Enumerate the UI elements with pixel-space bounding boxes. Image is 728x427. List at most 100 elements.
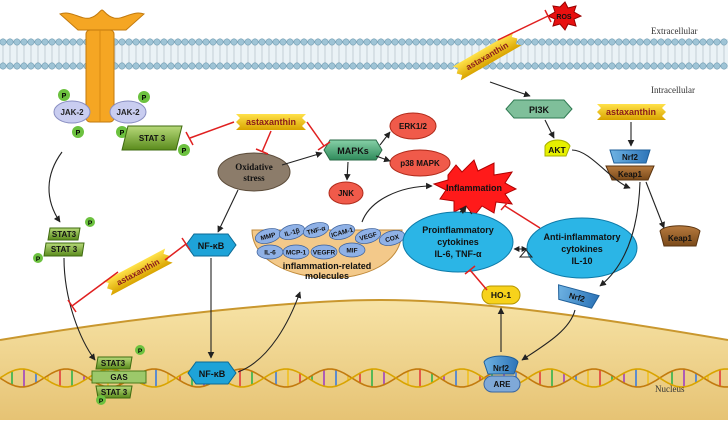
svg-text:cytokines: cytokines: [561, 244, 603, 254]
svg-text:P: P: [120, 130, 125, 137]
svg-text:astaxanthin: astaxanthin: [246, 117, 296, 127]
svg-text:PI3K: PI3K: [529, 105, 550, 115]
svg-text:ERK1/2: ERK1/2: [399, 122, 428, 131]
nfkb-cytoplasm: [185, 233, 237, 257]
molecule-vegfr: VEGFR: [310, 244, 338, 260]
svg-text:molecules: molecules: [305, 271, 349, 281]
activation-arrows: [48, 81, 665, 373]
are-node: [483, 375, 521, 393]
molecule-tnf-: TNF-α: [302, 222, 330, 238]
jak2-left: [53, 100, 91, 124]
inhibition-lines: [67, 9, 552, 313]
svg-text:Oxidative: Oxidative: [235, 162, 273, 172]
svg-text:Proinflammatory: Proinflammatory: [422, 225, 494, 235]
svg-text:ARE: ARE: [494, 380, 512, 389]
phospho-p-icons: P P P P P: [58, 89, 190, 156]
intracellular-label: Intracellular: [651, 85, 695, 95]
svg-text:STAT 3: STAT 3: [139, 134, 166, 143]
p38-node: [389, 149, 451, 177]
svg-text:STAT3: STAT3: [52, 230, 77, 239]
molecule-vegf: VEGF: [354, 228, 382, 244]
svg-text:HO-1: HO-1: [491, 290, 512, 300]
nfkb-nucleus: [187, 361, 237, 385]
keap1-top-node: [605, 165, 655, 181]
svg-text:Keap1: Keap1: [618, 170, 643, 179]
ros-node: [546, 1, 583, 31]
svg-text:COX: COX: [385, 234, 401, 245]
svg-text:P: P: [36, 256, 41, 263]
molecule-mif: MIF: [338, 242, 366, 258]
nucleus-region: [0, 300, 728, 420]
svg-text:IL-10: IL-10: [571, 256, 592, 266]
svg-text:IL-6: IL-6: [264, 250, 276, 257]
nrf2-top-node: [609, 149, 651, 164]
svg-text:P: P: [76, 130, 81, 137]
svg-text:Nrf2: Nrf2: [622, 153, 639, 162]
svg-text:cytokines: cytokines: [437, 237, 479, 247]
stat3-dimer-bottom: [43, 242, 85, 257]
svg-text:astaxanthin: astaxanthin: [606, 107, 656, 117]
svg-text:GAS: GAS: [110, 373, 128, 382]
astaxanthin-right: astaxanthin: [597, 104, 666, 120]
proinflammatory-cytokines: [402, 211, 514, 273]
oxidative-stress-node: [217, 152, 291, 192]
svg-text:ROS: ROS: [556, 14, 572, 21]
stat3-nuclear-top: [95, 356, 133, 370]
stat3-nuclear-bottom: [95, 385, 133, 399]
svg-text:JAK-2: JAK-2: [60, 108, 84, 117]
svg-text:P: P: [62, 93, 67, 100]
svg-text:NF-κB: NF-κB: [198, 241, 225, 251]
molecule-mcp-1: MCP-1: [282, 244, 310, 260]
inflammation-node: [432, 159, 518, 217]
svg-text:AKT: AKT: [548, 145, 566, 155]
svg-text:P: P: [182, 148, 187, 155]
cytokine-receptor: [59, 9, 145, 123]
svg-text:STAT 3: STAT 3: [51, 245, 78, 254]
nrf2-nucleus-node: [483, 355, 519, 375]
svg-text:Inflammation: Inflammation: [446, 183, 502, 193]
svg-text:Keap1: Keap1: [668, 234, 693, 243]
svg-text:MAPKs: MAPKs: [337, 146, 369, 156]
svg-text:VEGFR: VEGFR: [313, 250, 336, 257]
molecule-icam-1: ICAM-1: [328, 224, 356, 240]
molecule-mmp: MMP: [254, 228, 282, 244]
svg-text:TNF-α: TNF-α: [306, 225, 326, 237]
balance-icon: [518, 249, 534, 258]
svg-text:MIF: MIF: [346, 248, 357, 255]
jnk-node: [328, 181, 364, 205]
gas-element: [91, 370, 147, 384]
svg-text:MCP-1: MCP-1: [286, 250, 307, 257]
svg-text:inflammation-related: inflammation-related: [283, 261, 372, 271]
svg-text:p38 MAPK: p38 MAPK: [400, 159, 440, 168]
extracellular-label: Extracellular: [651, 26, 697, 36]
cell-membrane: [0, 38, 728, 70]
svg-text:IL-6, TNF-α: IL-6, TNF-α: [434, 249, 481, 259]
svg-text:Nrf2: Nrf2: [493, 364, 510, 373]
svg-text:stress: stress: [243, 173, 265, 183]
jak2-right: [109, 100, 147, 124]
akt-node: [544, 139, 571, 157]
pi3k-node: [505, 99, 573, 119]
svg-text:STAT 3: STAT 3: [101, 388, 128, 397]
mapks-node: [323, 139, 383, 161]
svg-text:P: P: [142, 95, 147, 102]
svg-text:IL-1β: IL-1β: [284, 228, 301, 239]
svg-text:MMP: MMP: [260, 231, 277, 242]
nucleus-label: Nucleus: [655, 384, 685, 394]
svg-text:Anti-inflammatory: Anti-inflammatory: [543, 232, 620, 242]
svg-text:JNK: JNK: [338, 189, 354, 198]
erk-node: [389, 112, 437, 140]
nrf2-free-node: Nrf2: [558, 284, 600, 309]
svg-text:VEGF: VEGF: [359, 231, 378, 242]
svg-text:P: P: [88, 220, 93, 227]
svg-text:STAT3: STAT3: [101, 359, 126, 368]
svg-text:NF-κB: NF-κB: [199, 369, 226, 379]
svg-text:P: P: [99, 398, 104, 405]
stat3-dimer-top: [47, 227, 81, 241]
svg-text:Nrf2: Nrf2: [568, 291, 586, 304]
stat3-membrane: [121, 125, 183, 151]
svg-text:P: P: [138, 348, 143, 355]
